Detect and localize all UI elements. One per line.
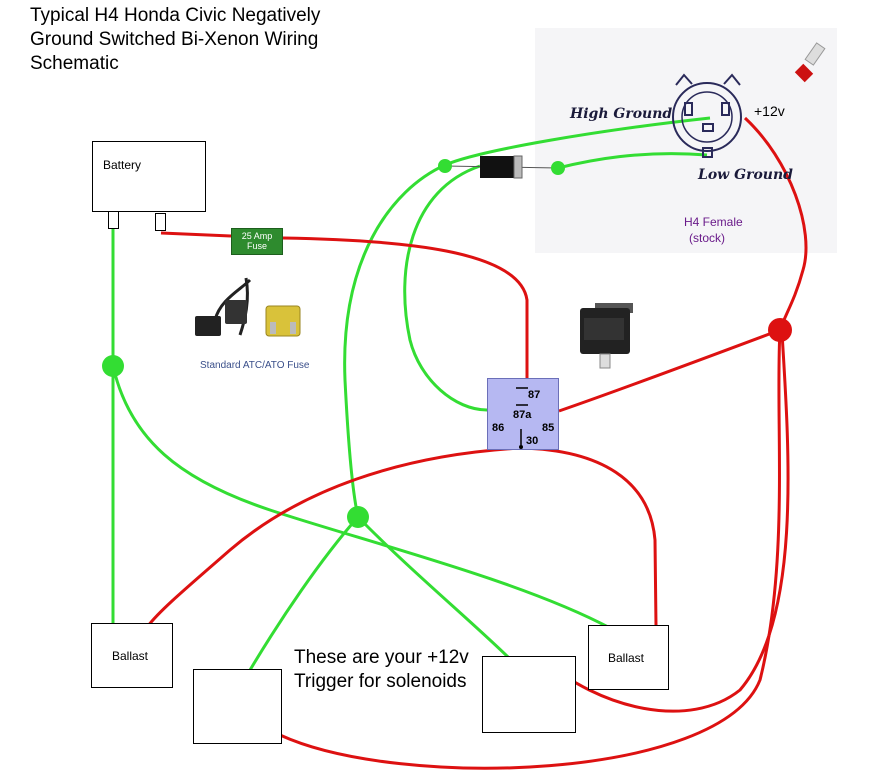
relay-pin-86: 86 — [492, 422, 505, 434]
positive-junction — [768, 318, 792, 342]
low-ground-label: Low Ground — [698, 167, 793, 183]
ground-wire-diode-to-relay86 — [403, 164, 488, 412]
ground-wire-junction3-to-right-solenoid — [356, 515, 510, 659]
ground-junction-diode-right — [551, 161, 565, 175]
ballast-left-label: Ballast — [112, 649, 149, 663]
positive-wire-battery-to-fuse — [160, 231, 232, 238]
plus12v-label: +12v — [754, 103, 785, 119]
ground-junction-diode-left — [438, 159, 452, 173]
fuse-caption: Standard ATC/ATO Fuse — [200, 360, 310, 371]
positive-wire-fuse-to-relay — [282, 236, 529, 385]
ground-wire-junction1-to-right-ballast — [111, 365, 611, 630]
h4-connector-photo-area — [535, 28, 837, 253]
positive-wire-30-to-right-ballast — [520, 446, 658, 627]
ground-junction-center — [347, 506, 369, 528]
diagram-title: Typical H4 Honda Civic Negatively Ground… — [30, 5, 321, 74]
solenoid-box-left — [193, 669, 282, 744]
h4-female-label: H4 Female (stock) — [684, 214, 743, 246]
h4-female-text: H4 Female — [684, 215, 743, 229]
relay-pin-87a: 87a — [513, 409, 532, 421]
ballast-right-label: Ballast — [608, 651, 645, 665]
positive-wire-12v-to-junction — [743, 116, 808, 331]
solenoid-note: These are your +12v Trigger for solenoid… — [294, 647, 469, 692]
relay-pin-30: 30 — [526, 435, 539, 447]
battery-positive-terminal — [155, 213, 166, 231]
ballast-right: Ballast — [588, 625, 669, 690]
relay-pin-87: 87 — [528, 389, 541, 401]
positive-wire-junction-loop-right — [539, 332, 790, 713]
ground-junction-left — [102, 355, 124, 377]
atc-fuse-holder-icon — [195, 277, 301, 337]
ground-wire-junction3-to-left-solenoid — [248, 516, 360, 671]
ballast-left: Ballast — [91, 623, 173, 688]
battery-box: Battery — [92, 141, 206, 212]
relay-internal-lines — [516, 387, 528, 449]
battery-label: Battery — [103, 158, 142, 172]
positive-wire-junction-to-relay85 — [558, 328, 781, 413]
h4-connector-icon — [672, 73, 742, 158]
relay-photo-icon — [580, 303, 633, 369]
positive-wire-30-to-left-ballast — [146, 446, 522, 627]
relay: 87 87a 86 85 30 — [487, 378, 559, 450]
battery-negative-terminal — [108, 211, 119, 229]
spade-terminal-icon — [794, 42, 826, 83]
diode-icon — [444, 155, 559, 179]
fuse-25-amp: 25 Amp Fuse — [231, 228, 283, 255]
ground-wire-low-ground — [557, 152, 708, 170]
relay-pin-85: 85 — [542, 422, 555, 434]
solenoid-box-right — [482, 656, 576, 733]
h4-stock-text: (stock) — [689, 231, 725, 245]
ground-wire-high-ground — [343, 116, 711, 518]
high-ground-label: High Ground — [570, 106, 673, 122]
